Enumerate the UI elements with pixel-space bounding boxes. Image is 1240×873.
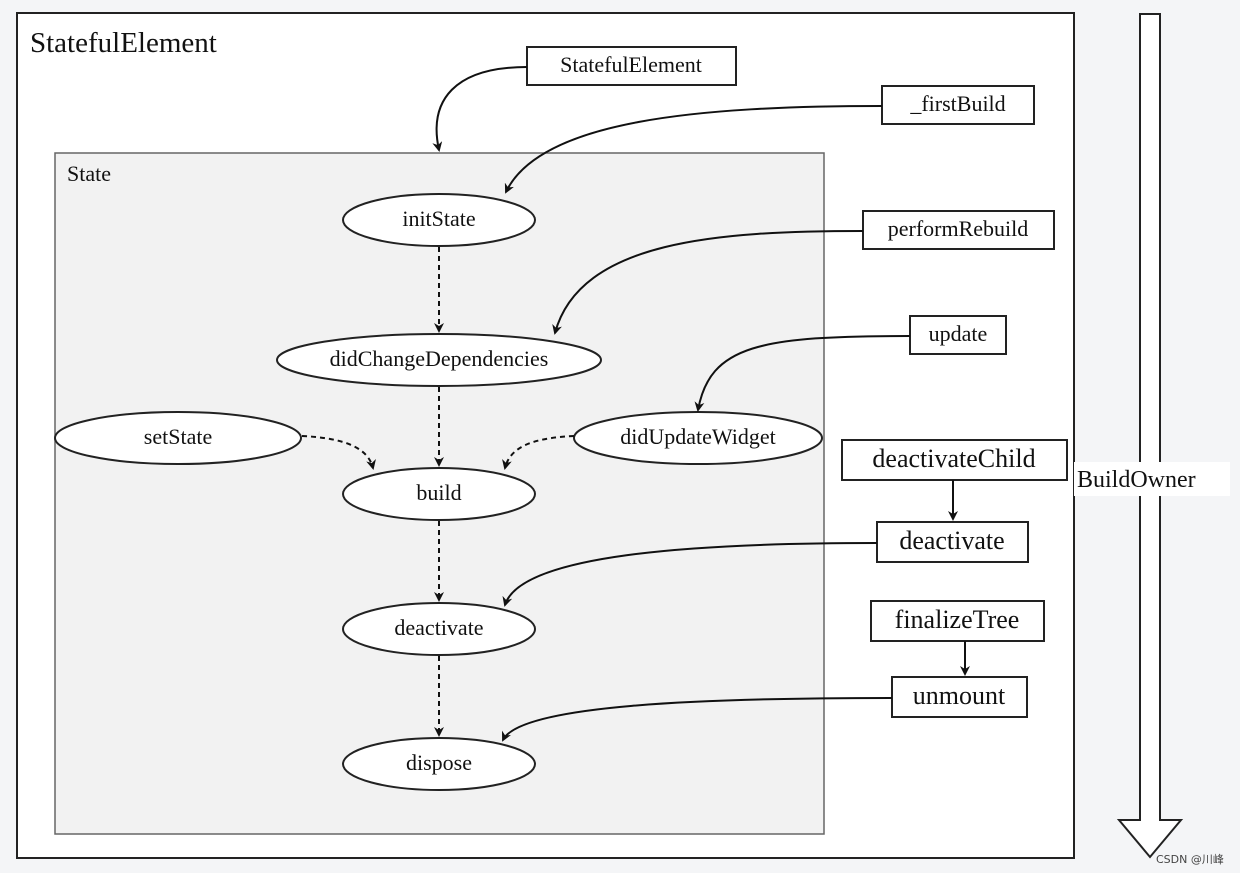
stateful-element-title: StatefulElement: [30, 27, 217, 59]
arrow-unmount-call: [502, 697, 893, 742]
arrow-didupdatewidget-to-build: [502, 435, 575, 470]
didchangedependencies-label: didChangeDependencies: [330, 346, 549, 371]
firstbuild-call-label: _firstBuild: [909, 91, 1005, 116]
buildowner-label: BuildOwner: [1077, 467, 1196, 493]
firstbuild-call-box: _firstBuild: [881, 85, 1035, 125]
performrebuild-call-box: performRebuild: [862, 210, 1055, 250]
deactivate-label: deactivate: [394, 615, 483, 640]
didupdatewidget-node: didUpdateWidget: [573, 411, 823, 465]
finalizetree-call-label: finalizeTree: [895, 605, 1020, 634]
build-label: build: [416, 480, 461, 505]
update-call-box: update: [909, 315, 1007, 355]
deactivate-node: deactivate: [342, 602, 536, 656]
unmount-call-box: unmount: [891, 676, 1028, 718]
dispose-node: dispose: [342, 737, 536, 791]
update-call-label: update: [929, 321, 988, 346]
initstate-label: initState: [402, 206, 475, 231]
csdn-watermark: CSDN @川峰: [1156, 853, 1224, 866]
deactivate-owner-call-label: deactivate: [899, 526, 1004, 555]
unmount-call-label: unmount: [913, 681, 1006, 710]
deactivate-owner-call-box: deactivate: [876, 521, 1029, 563]
deactivatechild-call-box: deactivateChild: [841, 439, 1068, 481]
finalizetree-call-box: finalizeTree: [870, 600, 1045, 642]
arrow-setstate-to-build: [301, 435, 376, 470]
setstate-node: setState: [54, 411, 302, 465]
arrow-statefulelement-call: [432, 66, 528, 152]
didupdatewidget-label: didUpdateWidget: [620, 424, 776, 449]
arrow-deactivate-owner-call: [502, 542, 878, 607]
setstate-label: setState: [144, 424, 212, 449]
arrow-performrebuild-call: [552, 230, 864, 335]
build-node: build: [342, 467, 536, 521]
arrow-firstbuild-call: [504, 105, 883, 194]
statefulelement-call-box: StatefulElement: [526, 46, 737, 86]
deactivatechild-call-label: deactivateChild: [872, 444, 1035, 473]
state-title: State: [67, 161, 111, 186]
statefulelement-call-label: StatefulElement: [560, 52, 702, 77]
buildowner-arrow-icon: [1116, 13, 1184, 859]
didchangedependencies-node: didChangeDependencies: [276, 333, 602, 387]
dispose-label: dispose: [406, 750, 472, 775]
arrow-update-call: [694, 335, 911, 412]
performrebuild-call-label: performRebuild: [888, 216, 1029, 241]
initstate-node: initState: [342, 193, 536, 247]
